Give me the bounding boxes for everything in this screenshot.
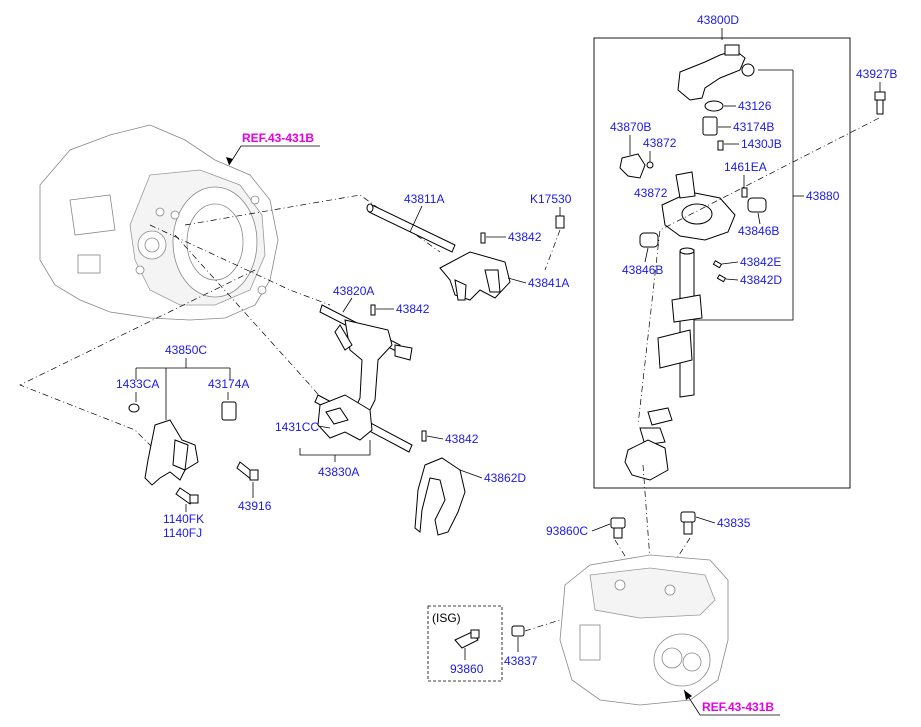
part-43841A-lug xyxy=(439,251,511,301)
transmission-case-left xyxy=(39,124,279,321)
part-shift-lever-bracket xyxy=(677,44,755,101)
label-43820A[interactable]: 43820A xyxy=(333,284,374,298)
label-43842-b[interactable]: 43842 xyxy=(396,302,430,316)
label-43842E[interactable]: 43842E xyxy=(740,255,781,269)
label-43841A[interactable]: 43841A xyxy=(528,276,569,290)
isg-group-box xyxy=(427,605,503,682)
assembly-box-43800D xyxy=(593,37,851,489)
label-93860C[interactable]: 93860C xyxy=(546,524,588,538)
part-43862D-fork xyxy=(414,457,466,536)
label-43916[interactable]: 43916 xyxy=(238,499,272,513)
label-43800D[interactable]: 43800D xyxy=(697,13,739,27)
label-43872-b[interactable]: 43872 xyxy=(634,186,668,200)
label-43835[interactable]: 43835 xyxy=(717,516,751,530)
label-43880[interactable]: 43880 xyxy=(806,189,840,203)
part-shift-shaft xyxy=(639,247,703,446)
label-43870B[interactable]: 43870B xyxy=(610,120,651,134)
label-43174A[interactable]: 43174A xyxy=(208,377,249,391)
label-43846B-b[interactable]: 43846B xyxy=(622,263,663,277)
part-43835-plug xyxy=(680,511,696,535)
part-93860-sensor xyxy=(454,629,480,649)
label-43830A[interactable]: 43830A xyxy=(318,465,359,479)
label-43927B[interactable]: 43927B xyxy=(856,67,897,81)
ref-label-bottom[interactable]: REF.43-431B xyxy=(702,700,774,714)
part-43850C-lever xyxy=(144,419,199,486)
part-43820A-fork xyxy=(319,304,413,421)
label-K17530[interactable]: K17530 xyxy=(530,192,572,206)
label-1140FJ[interactable]: 1140FJ xyxy=(163,526,202,540)
part-43916-stud xyxy=(236,461,259,481)
label-1461EA[interactable]: 1461EA xyxy=(724,160,767,174)
label-43842-a[interactable]: 43842 xyxy=(508,230,542,244)
part-shift-housing xyxy=(661,171,736,241)
label-1431CC[interactable]: 1431CC xyxy=(275,420,319,434)
label-1140FK[interactable]: 1140FK xyxy=(163,512,204,526)
label-43846B-a[interactable]: 43846B xyxy=(738,224,779,238)
part-43870B-bracket xyxy=(619,153,646,179)
part-43830A-rail xyxy=(314,394,413,453)
ref-label-top[interactable]: REF.43-431B xyxy=(242,131,314,145)
part-93860C-switch xyxy=(610,517,626,539)
label-43842D[interactable]: 43842D xyxy=(740,273,782,287)
label-43862D[interactable]: 43862D xyxy=(484,471,526,485)
label-1430JB[interactable]: 1430JB xyxy=(741,137,782,151)
label-43842-c[interactable]: 43842 xyxy=(445,432,479,446)
label-43126[interactable]: 43126 xyxy=(738,99,772,113)
label-isg[interactable]: (ISG) xyxy=(432,611,461,625)
label-43811A[interactable]: 43811A xyxy=(404,192,444,206)
label-43837[interactable]: 43837 xyxy=(504,654,538,668)
part-shift-lower-block xyxy=(624,439,669,481)
label-43872-a[interactable]: 43872 xyxy=(643,136,677,150)
part-43811A-rail xyxy=(366,203,456,253)
label-43850C[interactable]: 43850C xyxy=(165,343,207,357)
label-43174B[interactable]: 43174B xyxy=(733,120,774,134)
label-1433CA[interactable]: 1433CA xyxy=(116,377,159,391)
part-1140FK-bolt xyxy=(175,487,199,505)
label-93860[interactable]: 93860 xyxy=(450,662,484,676)
part-43837-plug xyxy=(511,625,525,637)
transmission-case-lower xyxy=(559,554,729,706)
